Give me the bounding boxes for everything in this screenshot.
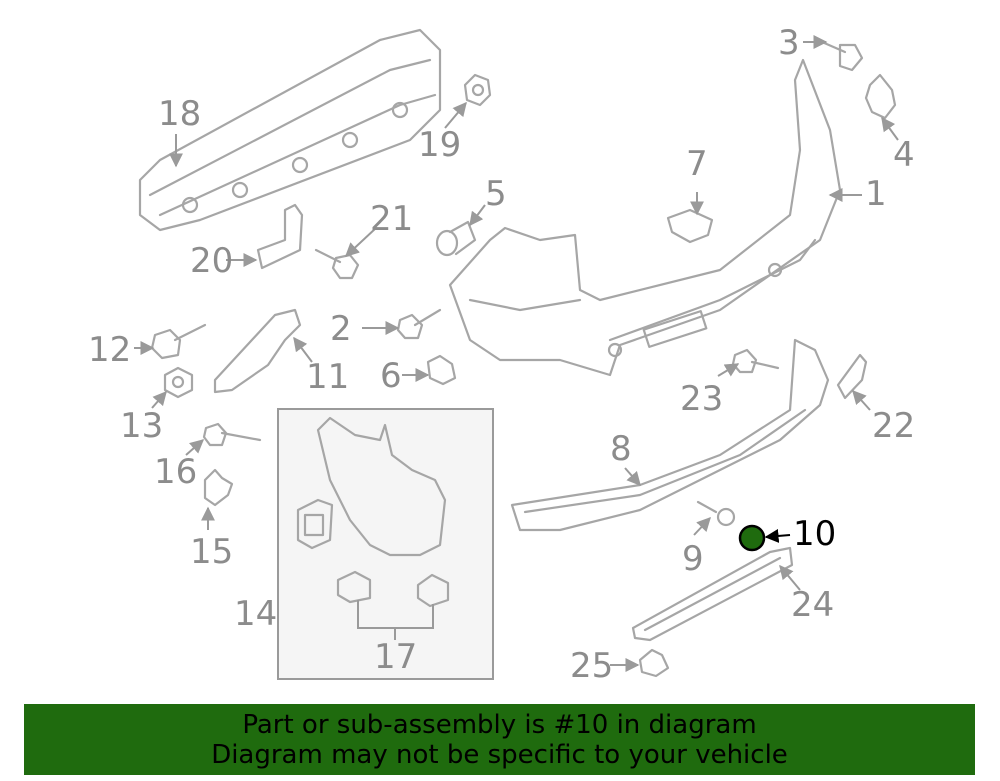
callout-7: 7 xyxy=(686,144,708,184)
part-11-bracket xyxy=(213,308,302,394)
callout-21: 21 xyxy=(370,199,413,239)
callout-17: 17 xyxy=(374,637,417,677)
callout-3: 3 xyxy=(778,23,800,63)
callout-12: 12 xyxy=(88,330,131,370)
callout-8: 8 xyxy=(610,429,632,469)
part-14-bracket-assembly xyxy=(277,408,494,680)
leader-lines xyxy=(134,35,899,672)
part-18-reinforcement-beam xyxy=(138,28,442,232)
part-16-bolt xyxy=(202,422,262,447)
callout-16: 16 xyxy=(154,452,197,492)
callout-15: 15 xyxy=(190,532,233,572)
part-9-hook xyxy=(696,500,736,527)
part-6-clip xyxy=(426,354,457,386)
part-8-lower-panel xyxy=(510,338,830,532)
callout-13: 13 xyxy=(120,406,163,446)
part-25-clip xyxy=(638,648,670,678)
callout-9: 9 xyxy=(682,539,704,579)
callout-4: 4 xyxy=(893,135,915,175)
banner-line-1: Part or sub-assembly is #10 in diagram xyxy=(242,709,757,740)
callout-1: 1 xyxy=(865,174,887,214)
callout-10-highlighted: 10 xyxy=(793,514,836,554)
part-15-sensor xyxy=(203,468,234,507)
part-5-clip xyxy=(435,220,477,257)
part-20-bracket xyxy=(256,203,304,270)
part-4-cap xyxy=(864,73,897,120)
part-24-strip xyxy=(631,546,794,642)
part-23-bolt xyxy=(731,348,780,374)
callout-18: 18 xyxy=(158,94,201,134)
callout-19: 19 xyxy=(418,125,461,165)
banner-line-2: Diagram may not be specific to your vehi… xyxy=(211,739,788,770)
callout-20: 20 xyxy=(190,241,233,281)
callout-23: 23 xyxy=(680,379,723,419)
part-13-nut xyxy=(163,366,194,399)
callout-25: 25 xyxy=(570,646,613,686)
part-3-bolt xyxy=(820,40,864,72)
part-10-highlighted xyxy=(738,524,766,552)
info-banner: Part or sub-assembly is #10 in diagram D… xyxy=(24,704,975,775)
callout-22: 22 xyxy=(872,406,915,446)
part-2-bolt xyxy=(396,308,442,340)
callout-2: 2 xyxy=(330,309,352,349)
callout-5: 5 xyxy=(485,174,507,214)
part-7-bracket xyxy=(666,208,714,244)
part-12-bolt xyxy=(150,323,207,360)
part-22-bracket xyxy=(836,353,868,400)
callout-14: 14 xyxy=(234,594,277,634)
part-21-bolt xyxy=(314,248,360,280)
callout-11: 11 xyxy=(306,357,349,397)
callout-6: 6 xyxy=(380,356,402,396)
callout-24: 24 xyxy=(791,585,834,625)
part-19-nut xyxy=(463,73,492,107)
part-1-bumper-cover xyxy=(448,58,842,377)
